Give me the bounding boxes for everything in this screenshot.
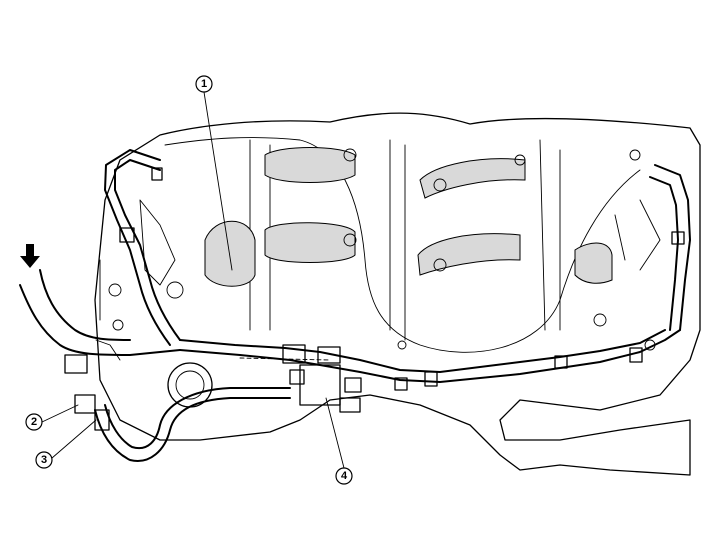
callout-2-label: 2 (31, 416, 37, 428)
callout-3-label: 3 (41, 454, 47, 466)
hoses (19, 149, 691, 462)
callout-1: 1 (195, 75, 233, 271)
intake-manifold (94, 112, 701, 476)
callout-2: 2 (25, 404, 79, 431)
callout-3: 3 (35, 419, 97, 469)
callout-1-label: 1 (201, 78, 207, 90)
callout-4-label: 4 (341, 470, 348, 482)
callout-4: 4 (325, 397, 353, 485)
arrow-down-icon (20, 244, 40, 268)
valve-assembly (64, 167, 685, 431)
